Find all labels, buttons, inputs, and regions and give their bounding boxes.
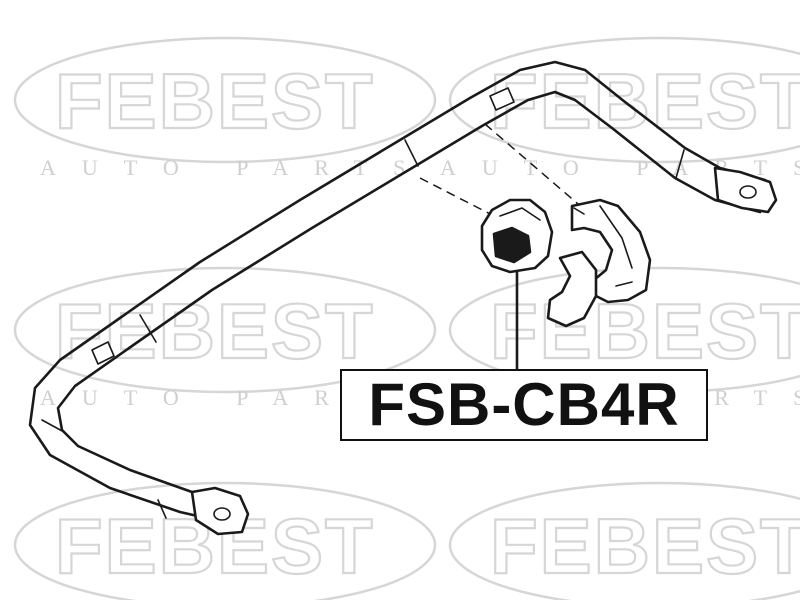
watermark-brand: FEBEST [490, 57, 800, 145]
bushing-bracket [546, 198, 652, 328]
watermark-tile: FEBEST AUTO PARTS [13, 36, 437, 180]
part-number-callout: FSB-CB4R [340, 369, 708, 441]
watermark-brand: FEBEST [55, 287, 375, 375]
stabilizer-bar-end-left [190, 486, 250, 536]
stabilizer-bushing [480, 198, 554, 274]
part-number-label: FSB-CB4R [368, 371, 680, 438]
watermark-brand: FEBEST [490, 502, 800, 590]
assembly-line [419, 177, 499, 219]
watermark-brand: FEBEST [55, 57, 375, 145]
stabilizer-bar [28, 60, 767, 522]
watermark-tile: FEBEST [448, 481, 800, 600]
watermark-tile: FEBEST AUTO PARTS [440, 36, 800, 180]
assembly-line [484, 123, 586, 211]
watermark-tagline: AUTO PARTS [40, 155, 431, 180]
stabilizer-bar-end-right [713, 166, 778, 214]
watermark-brand: FEBEST [490, 287, 800, 375]
